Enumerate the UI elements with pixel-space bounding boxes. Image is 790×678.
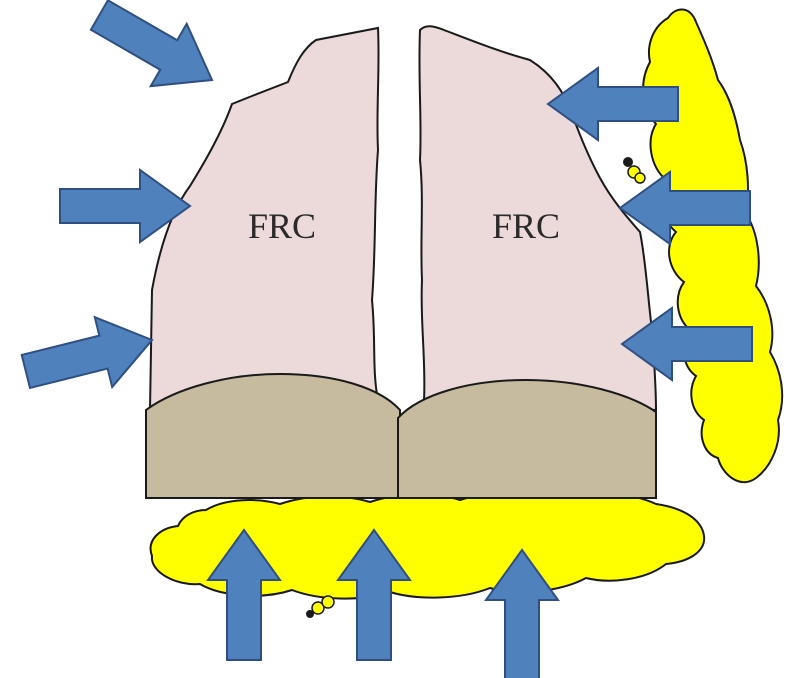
right-diaphragm: [398, 380, 656, 498]
left-lung-label: FRC: [248, 206, 316, 246]
right-fat-blob: [643, 9, 782, 482]
bubble-marker-bottom: [306, 596, 334, 618]
arrow-icon: [81, 0, 230, 111]
arrow-icon: [17, 305, 161, 406]
bubble-marker-right: [623, 157, 645, 183]
left-diaphragm: [146, 374, 400, 498]
right-lung-label: FRC: [492, 206, 560, 246]
